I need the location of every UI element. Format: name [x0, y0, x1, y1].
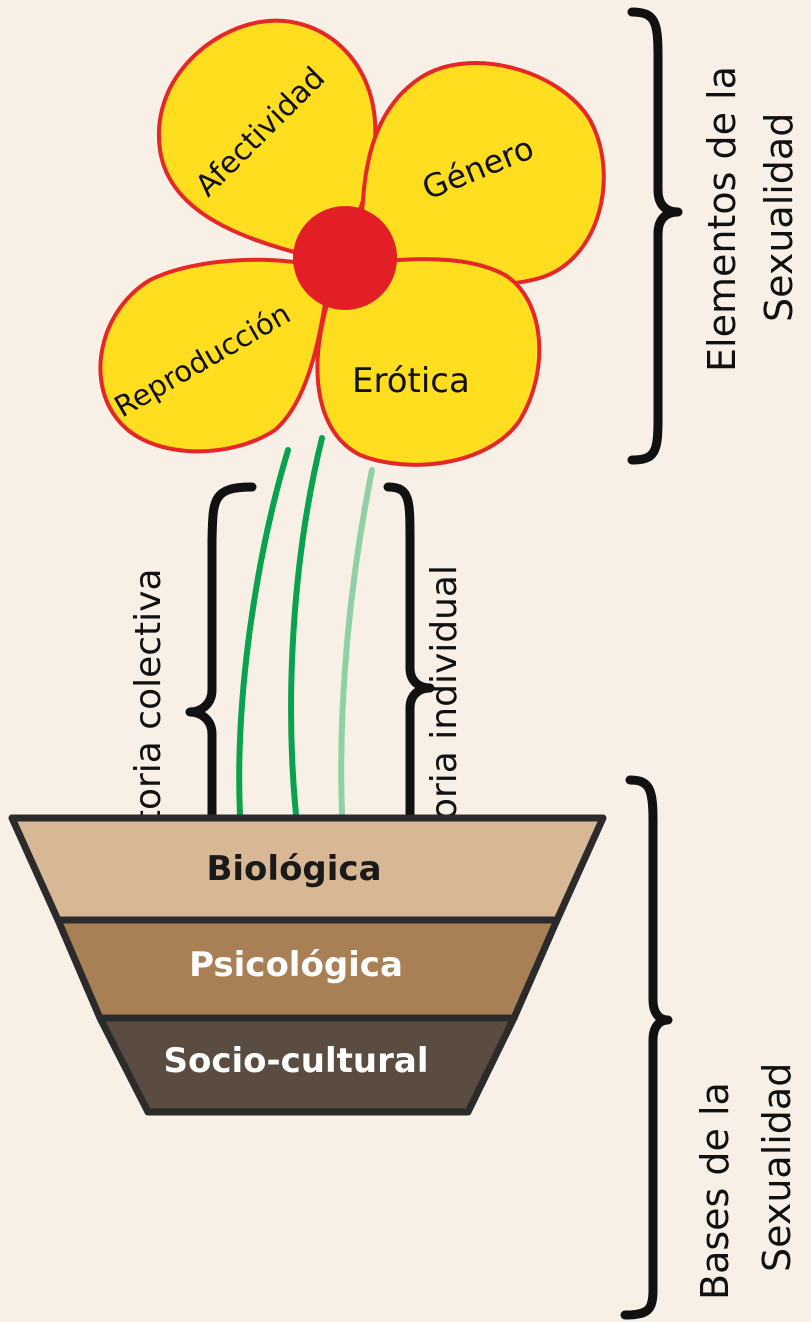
petal-label-erotica: Erótica: [352, 361, 470, 401]
stem-left: [239, 450, 288, 815]
bracket-elementos: [632, 12, 678, 460]
pot-label-biologica: Biológica: [206, 849, 381, 889]
pot-label-sociocultural: Socio-cultural: [164, 1041, 429, 1081]
label-elementos-line1: Elementos de la: [700, 66, 744, 372]
flower-center: [293, 206, 397, 310]
flower-stems: [239, 438, 372, 815]
bracket-bases: [625, 780, 668, 1315]
label-bases-line1: Bases de la: [693, 1082, 737, 1300]
label-bases-line2: Sexualidad: [755, 1063, 799, 1272]
stem-middle: [291, 438, 322, 815]
label-elementos-line2: Sexualidad: [757, 113, 801, 322]
stem-right: [341, 470, 372, 815]
pot-label-psicologica: Psicológica: [189, 945, 403, 985]
